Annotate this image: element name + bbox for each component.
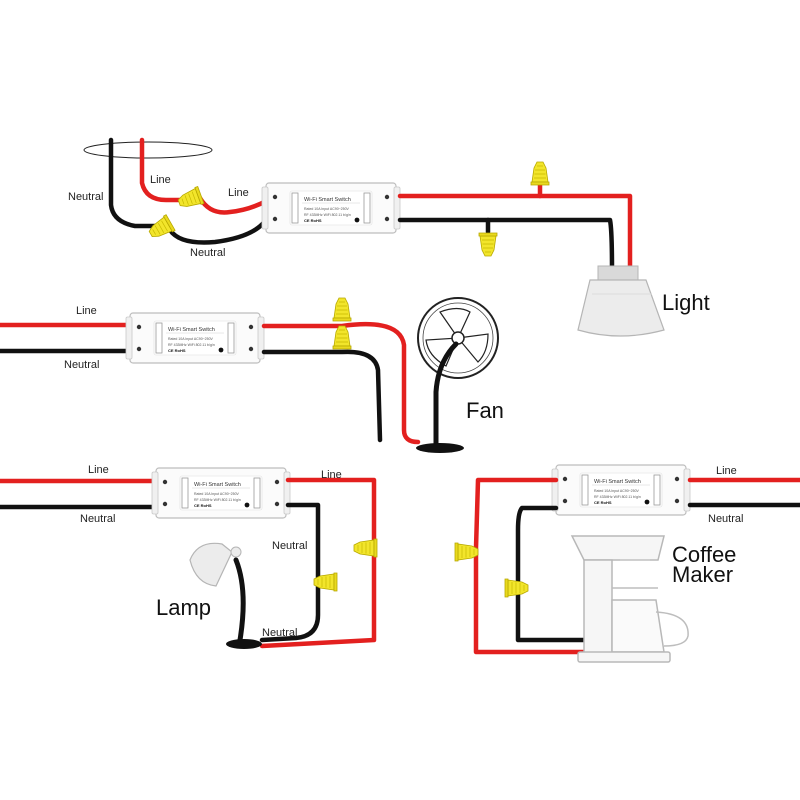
coffee-neutral-label: Neutral: [708, 513, 743, 525]
fan-neutral-out-wire: [261, 349, 383, 443]
light-line-in-wire: [139, 137, 195, 203]
fan-neutral-label: Neutral: [64, 359, 99, 371]
light-line-label-2: Line: [228, 187, 249, 199]
coffee-label-line2: Maker: [672, 562, 733, 587]
ceiling-box: [83, 141, 213, 159]
fan-label: Fan: [466, 398, 504, 423]
wire-nut-icon: [332, 325, 352, 350]
fan-icon: [416, 297, 499, 453]
lamp-neutral-label-2: Neutral: [272, 540, 307, 552]
lamp-neutral-label-3: Neutral: [262, 627, 297, 639]
svg-text:RF 433MHz WiFi 802.11 b/g/n: RF 433MHz WiFi 802.11 b/g/n: [594, 495, 641, 499]
coffee-label-line1: Coffee: [672, 542, 736, 567]
smart-switch-icon: Wi-Fi Smart Switch Rated 10A Input AC90~…: [551, 464, 691, 516]
light-line-to-switch-wire: [197, 195, 271, 215]
light-line-out-wire: [397, 193, 633, 273]
svg-text:Rated 10A Input AC90~250V: Rated 10A Input AC90~250V: [194, 492, 240, 496]
wire-nut-icon: [530, 161, 550, 186]
svg-text:CE RoHS: CE RoHS: [194, 503, 212, 508]
light-bulb-icon: [577, 265, 665, 337]
svg-text:Wi-Fi Smart Switch: Wi-Fi Smart Switch: [304, 197, 351, 203]
svg-text:RF 433MHz WiFi 802.11 b/g/n: RF 433MHz WiFi 802.11 b/g/n: [304, 213, 351, 217]
light-neutral-to-switch-wire: [167, 209, 273, 245]
svg-text:RF 433MHz WiFi 802.11 b/g/n: RF 433MHz WiFi 802.11 b/g/n: [194, 498, 241, 502]
light-neutral-label: Neutral: [68, 191, 103, 203]
wire-nut-icon: [353, 538, 378, 558]
lamp-line-label-2: Line: [321, 469, 342, 481]
desk-lamp-icon: [189, 542, 262, 649]
wire-nut-icon: [504, 578, 529, 598]
smart-switch-icon: Wi-Fi Smart Switch Rated 10A Input AC90~…: [151, 467, 291, 519]
svg-text:CE RoHS: CE RoHS: [304, 218, 322, 223]
lamp-neutral-label: Neutral: [80, 513, 115, 525]
coffee-line-label: Line: [716, 465, 737, 477]
lamp-circuit: Line Neutral Wi-Fi Smart Switch Rated 10…: [0, 464, 378, 649]
lamp-line-label: Line: [88, 464, 109, 476]
light-neutral-in-wire: [108, 137, 167, 229]
svg-text:Rated 10A Input AC90~250V: Rated 10A Input AC90~250V: [168, 337, 214, 341]
light-neutral-label-2: Neutral: [190, 247, 225, 259]
smart-switch-icon: Wi-Fi Smart Switch Rated 10A Input AC90~…: [125, 312, 265, 364]
light-circuit: Line Line Neutral Neutral Wi-Fi Smart Sw…: [68, 137, 710, 337]
coffee-circuit: Wi-Fi Smart Switch Rated 10A Input AC90~…: [454, 464, 800, 663]
svg-text:Wi-Fi Smart Switch: Wi-Fi Smart Switch: [168, 327, 215, 333]
coffee-maker-icon: [570, 535, 689, 663]
svg-text:Wi-Fi Smart Switch: Wi-Fi Smart Switch: [194, 482, 241, 488]
svg-text:CE RoHS: CE RoHS: [168, 348, 186, 353]
lamp-label: Lamp: [156, 595, 211, 620]
svg-text:Wi-Fi Smart Switch: Wi-Fi Smart Switch: [594, 479, 641, 485]
fan-line-label: Line: [76, 305, 97, 317]
lamp-neutral-out-wire: [259, 502, 321, 643]
fan-line-out-wire: [261, 321, 421, 445]
svg-text:Rated 10A Input AC90~250V: Rated 10A Input AC90~250V: [304, 207, 350, 211]
smart-switch-icon: Wi-Fi Smart Switch Rated 10A Input AC90~…: [261, 182, 401, 234]
light-line-label: Line: [150, 174, 171, 186]
light-label: Light: [662, 290, 710, 315]
svg-text:Rated 10A Input AC90~250V: Rated 10A Input AC90~250V: [594, 489, 640, 493]
svg-text:RF 433MHz WiFi 802.11 b/g/n: RF 433MHz WiFi 802.11 b/g/n: [168, 343, 215, 347]
wire-nut-icon: [175, 186, 205, 212]
coffee-neutral-out-wire: [515, 505, 587, 643]
wire-nut-icon: [332, 297, 352, 322]
wire-nut-icon: [478, 232, 498, 257]
fan-circuit: Line Neutral Wi-Fi Smart Switch Rated 10…: [0, 297, 504, 453]
svg-text:CE RoHS: CE RoHS: [594, 500, 612, 505]
light-neutral-out-wire: [397, 217, 615, 273]
